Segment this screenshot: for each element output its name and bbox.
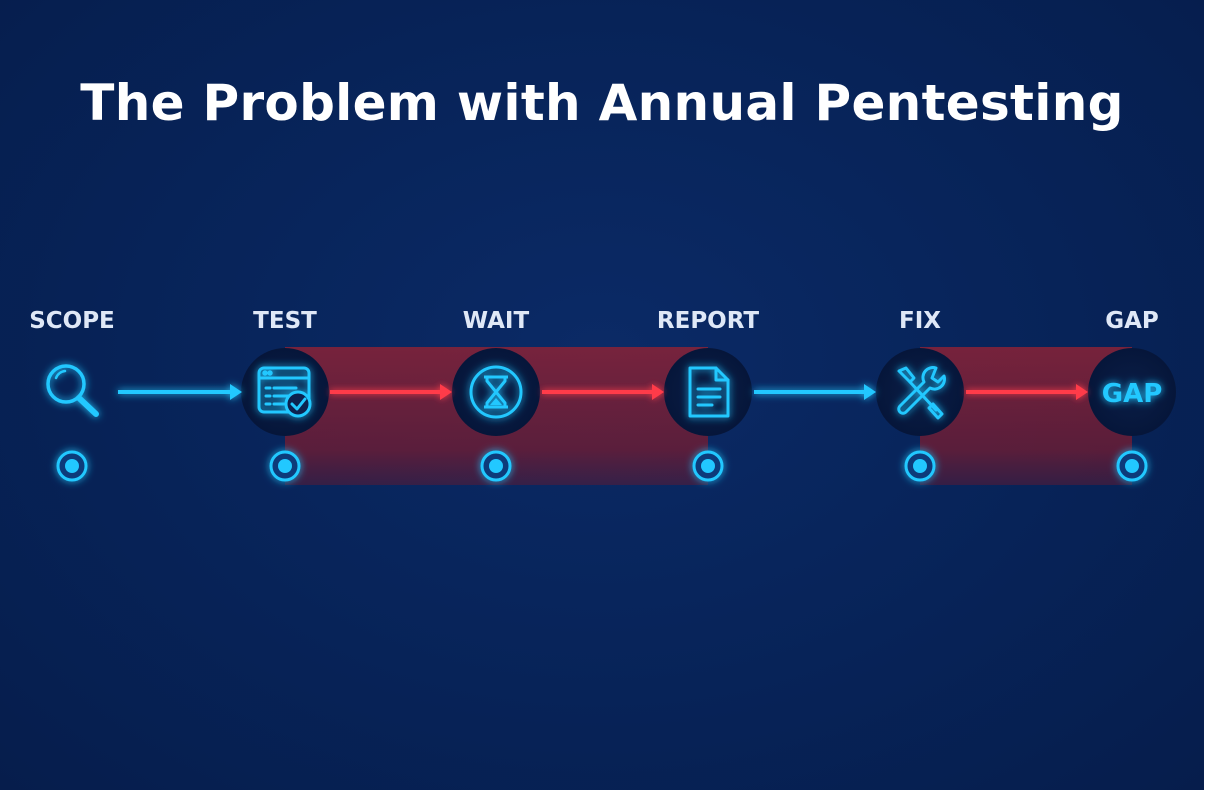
hourglass-icon bbox=[469, 365, 523, 419]
checklist-window-icon bbox=[257, 366, 312, 418]
timeline-dot-scope bbox=[56, 450, 88, 482]
node-disc-test bbox=[241, 348, 329, 436]
timeline-dot-wait bbox=[480, 450, 512, 482]
node-disc-report bbox=[664, 348, 752, 436]
arrow-wait-report bbox=[542, 384, 664, 400]
gap-badge-text: GAP bbox=[1102, 379, 1163, 409]
timeline-dot-fix bbox=[904, 450, 936, 482]
gap-badge-icon: GAP bbox=[1102, 379, 1163, 409]
step-label-scope: SCOPE bbox=[29, 308, 115, 334]
step-label-fix: FIX bbox=[898, 308, 941, 334]
step-label-wait: WAIT bbox=[462, 308, 530, 334]
step-label-gap: GAP bbox=[1105, 308, 1159, 334]
step-label-report: REPORT bbox=[656, 308, 760, 334]
timeline-dots bbox=[56, 450, 1148, 482]
wrench-screwdriver-icon bbox=[897, 366, 946, 420]
arrow-test-wait bbox=[330, 384, 452, 400]
page-title: The Problem with Annual Pentesting bbox=[80, 74, 1124, 132]
document-icon bbox=[688, 366, 730, 418]
arrow-fix-gap bbox=[966, 384, 1088, 400]
arrow-scope-test bbox=[118, 384, 242, 400]
timeline-dot-report bbox=[692, 450, 724, 482]
arrow-report-fix bbox=[754, 384, 876, 400]
magnifier-icon bbox=[46, 364, 99, 417]
timeline-dot-gap bbox=[1116, 450, 1148, 482]
timeline-dot-test bbox=[269, 450, 301, 482]
step-label-test: TEST bbox=[253, 308, 317, 334]
node-disc-gap bbox=[1088, 348, 1176, 436]
